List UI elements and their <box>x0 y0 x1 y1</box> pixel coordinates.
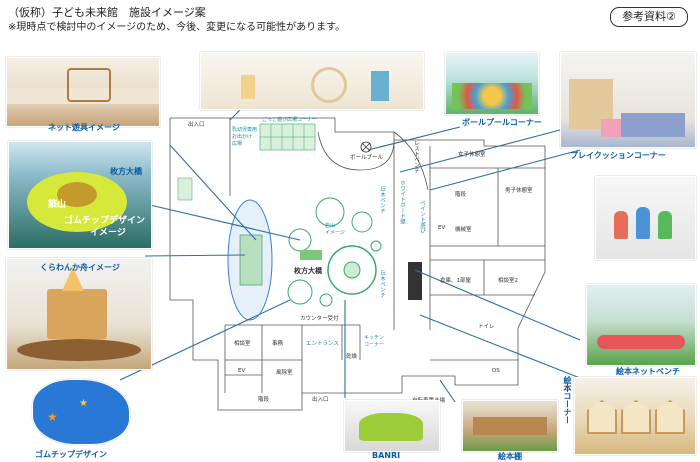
play-circle <box>343 261 361 279</box>
rock-area-label: 岩山 イメージ <box>325 223 345 236</box>
play-circle <box>287 279 313 305</box>
paint-label: ペイント遊び <box>419 200 425 233</box>
kurawanka-caption: くらわんか舟イメージ <box>40 263 120 272</box>
whiteboard-label: ホワイトボード壁 <box>399 180 405 224</box>
baby-corner-label: 乳幼児専用 お出かけ 広場 <box>232 127 258 147</box>
outer-wall <box>169 117 546 411</box>
play-cushion-photo <box>560 52 696 148</box>
rest-bench-curve <box>393 131 429 191</box>
play-circle <box>319 293 333 307</box>
net-play-photo <box>6 57 160 127</box>
play-cushion-caption: プレイクッションコーナー <box>570 151 666 160</box>
leader-line <box>439 379 456 403</box>
gokko-corner-label: ごっこ遊び広場コーナー <box>262 117 318 123</box>
kurawanka-bed <box>239 234 263 286</box>
gokko-photo <box>200 52 424 110</box>
banri-caption: BANRI <box>372 451 401 460</box>
consult-label: 相談室 <box>234 341 251 347</box>
gomu-chip-image-photo <box>8 141 152 249</box>
photo-hirakata-ohashi: 枚方大橋 <box>110 167 142 176</box>
page-title: （仮称）子ども未来館 施設イメージ案 <box>8 6 206 19</box>
star-icon: ★ <box>79 398 88 409</box>
ehon-corner-caption: 絵本コーナー <box>563 376 572 424</box>
paint-photo <box>595 176 696 260</box>
ehon-dana-caption: 絵本棚 <box>498 452 522 461</box>
storage-label: 倉庫、1部屋 <box>440 278 471 284</box>
office-label: 事務 <box>272 341 284 347</box>
entrance-top-label: 出入口 <box>188 122 205 128</box>
rest-bench-label: レストベンチ <box>413 140 419 173</box>
gomu-chip-image-caption-2: イメージ <box>90 228 126 238</box>
stairs-left-label: 階段 <box>258 397 270 403</box>
baby-corner-grid <box>177 177 193 201</box>
ehon-corner-photo <box>574 377 696 455</box>
gomu-chip-image-caption-1: ゴムチップデザイン <box>64 216 146 226</box>
play-circle <box>327 245 377 295</box>
ball-pool-photo <box>445 52 539 115</box>
ball-pool-label: ボールプール <box>350 155 384 161</box>
kitchen-label: キッチン コーナー <box>364 335 385 348</box>
tree-bench-label: 丘木ベンチ <box>379 186 385 214</box>
ehon-dana-photo <box>462 400 558 452</box>
women-rest-label: 女子休憩室 <box>458 152 486 158</box>
leader-line <box>367 126 461 151</box>
toilet-fixture <box>408 262 422 300</box>
entrance-bottom-label: 出入口 <box>312 397 329 403</box>
net-play-caption: ネット遊具イメージ <box>48 123 120 132</box>
kurawanka-photo <box>6 258 152 370</box>
banri-photo <box>344 400 440 452</box>
leader-line <box>399 129 561 173</box>
gomu-chip-caption: ゴムチップデザイン <box>35 450 107 459</box>
counter-label: カウンター受付 <box>300 316 339 322</box>
ev-right-label: EV <box>438 225 446 231</box>
tree-bench-label-2: 丘木ベンチ <box>379 270 385 298</box>
leader-line <box>414 269 581 341</box>
green-mat <box>300 250 322 260</box>
dry-room-label: 乾燥 <box>346 354 358 360</box>
star-icon: ★ <box>47 410 58 424</box>
reference-badge: 参考資料② <box>610 7 688 27</box>
stairs-right-label: 階段 <box>455 192 467 198</box>
page-note: ※現時点で検討中のイメージのため、今後、変更になる可能性があります。 <box>8 22 346 33</box>
consult-2-label: 相談室2 <box>498 278 518 284</box>
ball-pool-icon <box>360 141 372 153</box>
play-circle <box>315 197 345 227</box>
leader-line <box>229 109 241 121</box>
ev-left-label: EV <box>238 368 246 374</box>
hirakata-ohashi-label: 枚方大橋 <box>294 267 322 275</box>
toilet-label: トイレ <box>478 324 495 330</box>
leader-line <box>169 144 257 241</box>
gomu-chip-photo: ★ ★ <box>32 379 130 445</box>
entrance-hall-label: エントランス <box>306 341 339 347</box>
net-bench-caption: 絵本ネットベンチ <box>616 367 680 376</box>
ball-pool-wall <box>317 131 395 171</box>
photo-tsukiyama: 築山 <box>48 200 67 210</box>
net-bench-photo <box>586 284 696 366</box>
leader-line <box>144 254 246 257</box>
leader-line <box>429 149 581 191</box>
wind-room-label: 風除室 <box>276 370 293 376</box>
play-circle <box>351 211 373 233</box>
leader-line <box>149 204 301 241</box>
machine-room-label: 機械室 <box>455 227 472 233</box>
men-rest-label: 男子休憩室 <box>505 188 533 194</box>
leader-line <box>419 314 581 379</box>
ds-label: DS <box>492 368 500 374</box>
ball-pool-caption: ボールプールコーナー <box>462 118 542 127</box>
play-circle <box>370 240 382 252</box>
